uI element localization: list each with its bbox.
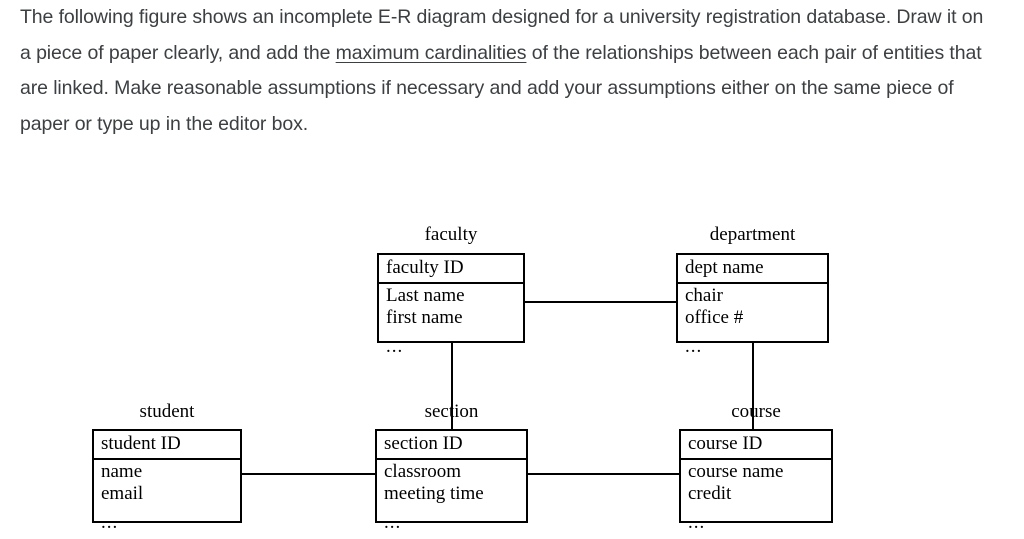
entity-attribute: credit	[688, 482, 732, 504]
entity-attribute-ellipsis: ...	[688, 512, 706, 533]
entity-title-course: course	[731, 401, 781, 422]
relationship-line-student-section	[242, 473, 375, 475]
entity-attribute: chair	[685, 285, 723, 306]
entity-attribute-ellipsis: ...	[101, 512, 119, 533]
entity-key-student-id: student ID	[94, 431, 240, 460]
entity-box-course: course ID course name credit ...	[679, 429, 833, 533]
entity-attribute: meeting time	[384, 482, 484, 504]
entity-attribute: office #	[685, 306, 744, 328]
entity-attribute: course name	[688, 461, 784, 482]
relationship-line-faculty-department	[525, 301, 676, 303]
entity-key-section-id: section ID	[377, 431, 526, 460]
entity-key-course-id: course ID	[681, 431, 831, 460]
entity-box-department: dept name chair office # ...	[676, 253, 829, 357]
entity-attribute-ellipsis: ...	[685, 336, 703, 357]
entity-attribute: name	[101, 461, 143, 482]
entity-box-section: section ID classroom meeting time ...	[375, 429, 528, 533]
entity-attributes-section: classroom meeting time ...	[377, 460, 526, 533]
relationship-line-department-course	[752, 343, 754, 430]
prompt-emphasis-maximum-cardinalities: maximum cardinalities	[335, 41, 527, 64]
entity-title-faculty: faculty	[424, 224, 478, 245]
entity-attribute-ellipsis: ...	[384, 512, 402, 533]
entity-attribute: Last name	[386, 285, 465, 306]
entity-attributes-student: name email ...	[94, 460, 240, 533]
question-prompt: The following figure shows an incomplete…	[20, 0, 995, 142]
prompt-text-part1: The following figure shows an incomplete…	[20, 6, 984, 64]
entity-title-student: student	[139, 401, 195, 422]
relationship-line-section-course	[528, 473, 679, 475]
entity-title-section: section	[424, 401, 479, 422]
entity-title-department: department	[709, 224, 796, 245]
entity-box-student: student ID name email ...	[92, 429, 242, 533]
entity-attribute: first name	[386, 306, 463, 328]
entity-attribute-ellipsis: ...	[386, 336, 404, 357]
entity-key-dept-name: dept name	[678, 255, 827, 284]
prompt-text-part2: of the relationships between each pair o…	[20, 41, 982, 135]
entity-attributes-course: course name credit ...	[681, 460, 831, 533]
entity-attributes-department: chair office # ...	[678, 284, 827, 357]
relationship-line-faculty-section	[451, 343, 453, 430]
entity-attribute: classroom	[384, 461, 462, 482]
entity-attribute: email	[101, 482, 144, 504]
entity-key-faculty-id: faculty ID	[379, 255, 523, 284]
entity-attributes-faculty: Last name first name ...	[379, 284, 523, 357]
entity-box-faculty: faculty ID Last name first name ...	[377, 253, 525, 357]
